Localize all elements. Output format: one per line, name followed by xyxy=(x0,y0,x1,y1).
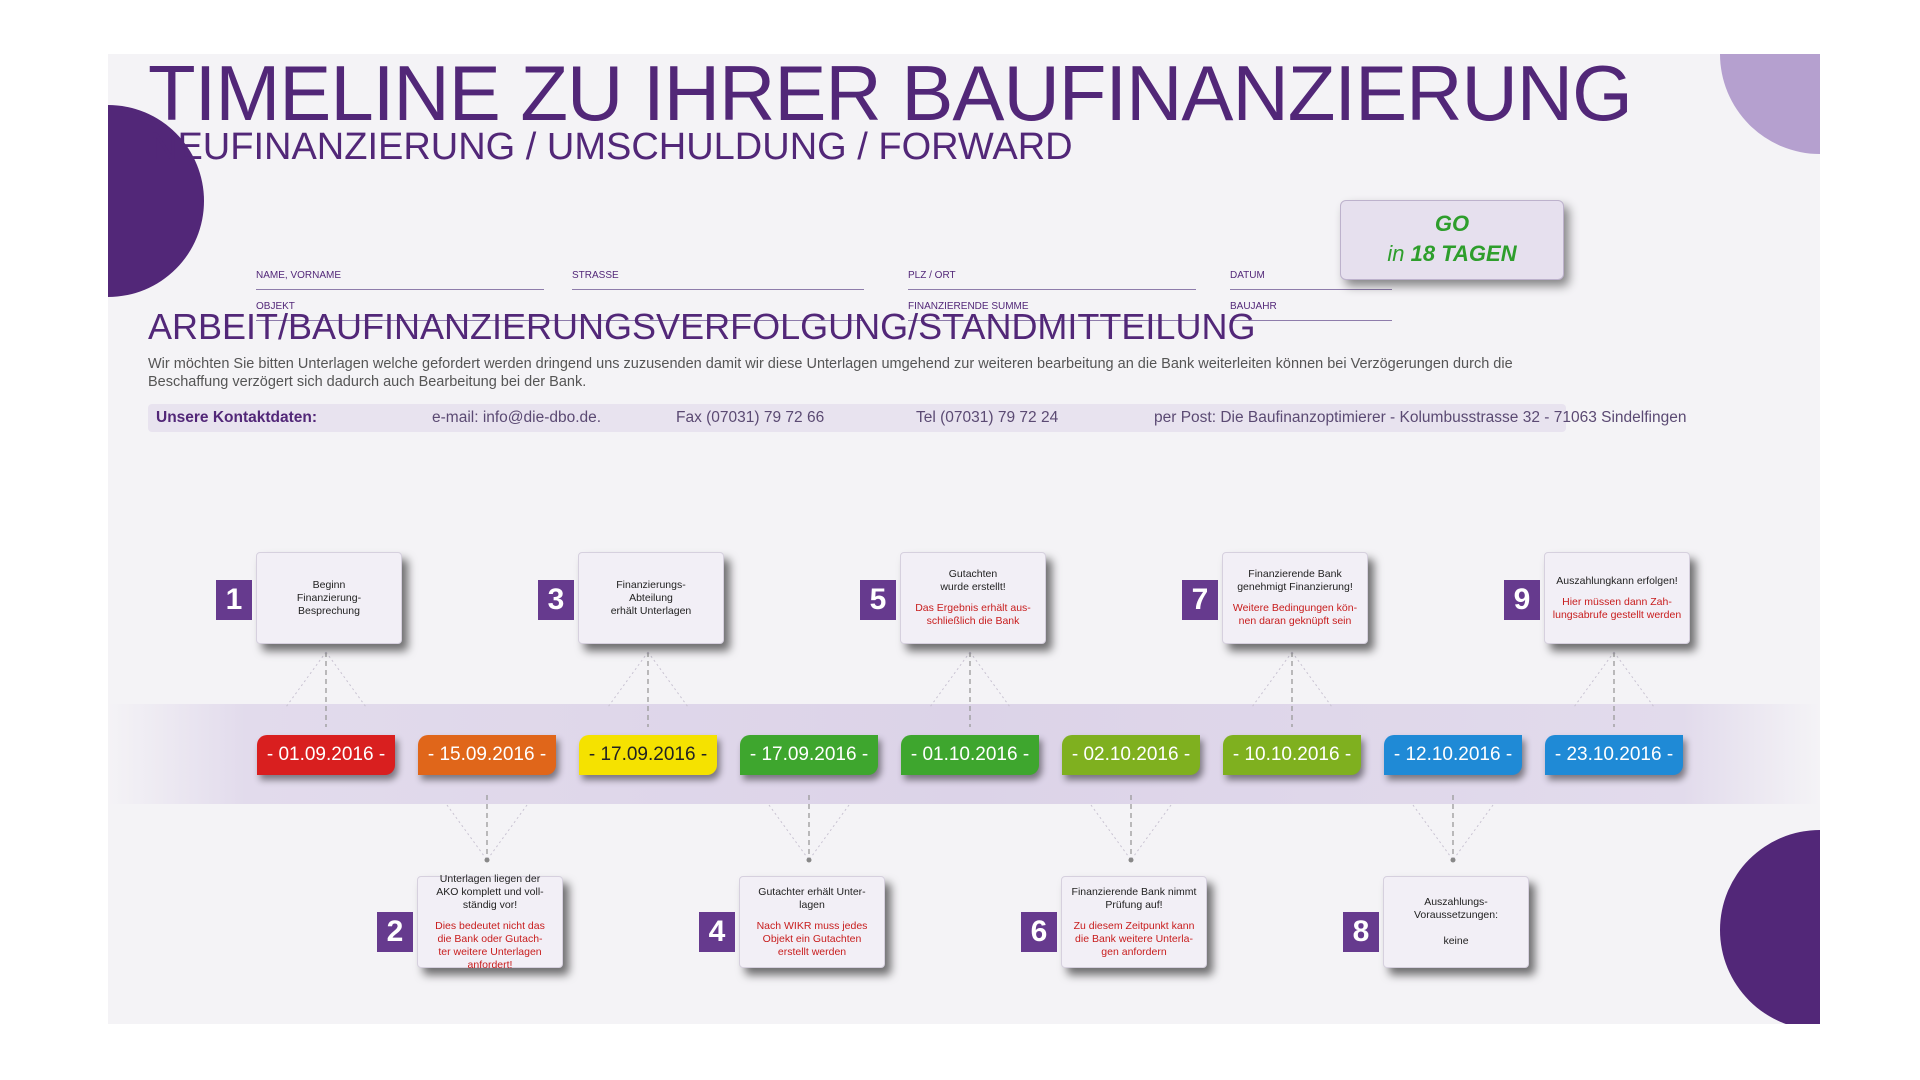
step-text: Finanzierende Bank nimmt Prüfung auf! xyxy=(1071,885,1197,911)
step-text: Auszahlungs- Voraussetzungen: keine xyxy=(1413,896,1499,947)
step-card-9: Auszahlungkann erfolgen! Hier müssen dann… xyxy=(1544,552,1690,644)
connector-fan-left xyxy=(285,651,327,708)
connector-fan-left xyxy=(1412,804,1454,861)
section-title: ARBEIT/BAUFINANZIERUNGSVERFOLGUNG/STANDM… xyxy=(148,306,1256,347)
step-card-3: Finanzierungs- Abteilung erhält Unterlag… xyxy=(578,552,724,644)
field-strasse[interactable]: STRASSE xyxy=(572,270,864,290)
step-text: Finanzierungs- Abteilung erhält Unterlag… xyxy=(610,578,692,617)
connector-fan-left xyxy=(607,651,649,708)
connector-dot xyxy=(1450,857,1456,863)
date-pill: - 17.09.2016 - xyxy=(579,735,717,775)
field-baujahr[interactable]: BAUJAHR xyxy=(1230,301,1392,321)
step-number-8: 8 xyxy=(1343,912,1379,952)
go-badge: GO in 18 TAGEN xyxy=(1340,200,1564,280)
connector-fan-right xyxy=(1613,651,1655,708)
date-pill: - 02.10.2016 - xyxy=(1062,735,1200,775)
step-card-2: Unterlagen liegen der AKO komplett und v… xyxy=(417,872,563,971)
connector-fan-left xyxy=(446,804,488,861)
go-days-label: 18 TAGEN xyxy=(1410,241,1517,266)
date-pill: - 10.10.2016 - xyxy=(1223,735,1361,775)
step-text: Beginn Finanzierung- Besprechung xyxy=(296,578,362,617)
step-text: Finanzierende Bank genehmigt Finanzierun… xyxy=(1237,568,1353,593)
step-number-3: 3 xyxy=(538,580,574,620)
step-note: Zu diesem Zeitpunkt kann die Bank weiter… xyxy=(1073,919,1195,958)
contact-post: per Post: Die Baufinanzoptimierer - Kolu… xyxy=(1154,409,1687,426)
step-number-4: 4 xyxy=(699,912,735,952)
field-datum[interactable]: DATUM xyxy=(1230,270,1392,290)
connector-fan-right xyxy=(1452,804,1494,861)
connector-fan-left xyxy=(768,804,810,861)
connector-fan-left xyxy=(1090,804,1132,861)
step-note: Weitere Bedingungen kön- nen daran geknü… xyxy=(1232,602,1358,627)
connector-fan-left xyxy=(1251,651,1293,708)
step-note: Hier müssen dann Zah- lungsabrufe gestel… xyxy=(1552,595,1682,621)
connector-fan-right xyxy=(486,804,528,861)
date-pill: - 01.09.2016 - xyxy=(257,735,395,775)
step-number-2: 2 xyxy=(377,912,413,952)
connector-fan-right xyxy=(647,651,689,708)
go-in-label: in xyxy=(1387,241,1405,266)
connector-fan-left xyxy=(1573,651,1615,708)
date-pill: - 01.10.2016 - xyxy=(901,735,1039,775)
step-card-1: Beginn Finanzierung- Besprechung xyxy=(256,552,402,644)
step-card-8: Auszahlungs- Voraussetzungen: keine xyxy=(1383,876,1529,968)
connector-fan-right xyxy=(325,651,367,708)
step-card-5: Gutachten wurde erstellt! Das Ergebnis er… xyxy=(900,552,1046,644)
date-pill: - 23.10.2016 - xyxy=(1545,735,1683,775)
date-pill: - 15.09.2016 - xyxy=(418,735,556,775)
page-title: TIMELINE ZU IHRER BAUFINANZIERUNG xyxy=(148,49,1633,137)
contact-email[interactable]: e-mail: info@die-dbo.de. xyxy=(432,409,602,426)
step-text: Gutachten wurde erstellt! xyxy=(940,568,1006,593)
step-text: Gutachter erhält Unter- lagen xyxy=(758,885,866,911)
step-number-1: 1 xyxy=(216,580,252,620)
step-number-6: 6 xyxy=(1021,912,1057,952)
contact-label: Unsere Kontaktdaten: xyxy=(156,409,318,426)
connector-fan-right xyxy=(1130,804,1172,861)
step-number-7: 7 xyxy=(1182,580,1218,620)
field-finanzierende-summe[interactable]: FINANZIERENDE SUMME xyxy=(908,301,1196,321)
connector-dot xyxy=(806,857,812,863)
connector-fan-left xyxy=(929,651,971,708)
connector-fan-right xyxy=(808,804,850,861)
date-pill: - 12.10.2016 - xyxy=(1384,735,1522,775)
step-number-5: 5 xyxy=(860,580,896,620)
connector-fan-right xyxy=(1291,651,1333,708)
field-name[interactable]: NAME, VORNAME xyxy=(256,270,544,290)
connector-fan-right xyxy=(969,651,1011,708)
connector-dot xyxy=(1128,857,1134,863)
contact-fax: Fax (07031) 79 72 66 xyxy=(676,409,825,426)
contact-bar: Unsere Kontaktdaten: e-mail: info@die-db… xyxy=(148,404,1686,432)
step-note: Das Ergebnis erhält aus- schließlich die… xyxy=(915,602,1031,627)
step-card-6: Finanzierende Bank nimmt Prüfung auf! Zu … xyxy=(1061,876,1207,968)
date-pill: - 17.09.2016 - xyxy=(740,735,878,775)
contact-tel: Tel (07031) 79 72 24 xyxy=(916,409,1059,426)
step-number-9: 9 xyxy=(1504,580,1540,620)
step-note: Nach WIKR muss jedes Objekt ein Gutachte… xyxy=(756,919,868,958)
page-subtitle: NEUFINANZIERUNG / UMSCHULDUNG / FORWARD xyxy=(150,126,1073,168)
intro-text: Wir möchten Sie bitten Unterlagen welche… xyxy=(148,356,1513,390)
connector-dot xyxy=(484,857,490,863)
step-text: Unterlagen liegen der AKO komplett und v… xyxy=(436,872,544,911)
step-text: Auszahlungkann erfolgen! xyxy=(1556,574,1678,587)
field-plz-ort[interactable]: PLZ / ORT xyxy=(908,270,1196,290)
field-objekt[interactable]: OBJEKT xyxy=(256,301,864,321)
step-card-7: Finanzierende Bank genehmigt Finanzierun… xyxy=(1222,552,1368,644)
step-note: Dies bedeutet nicht das die Bank oder Gu… xyxy=(435,919,545,971)
